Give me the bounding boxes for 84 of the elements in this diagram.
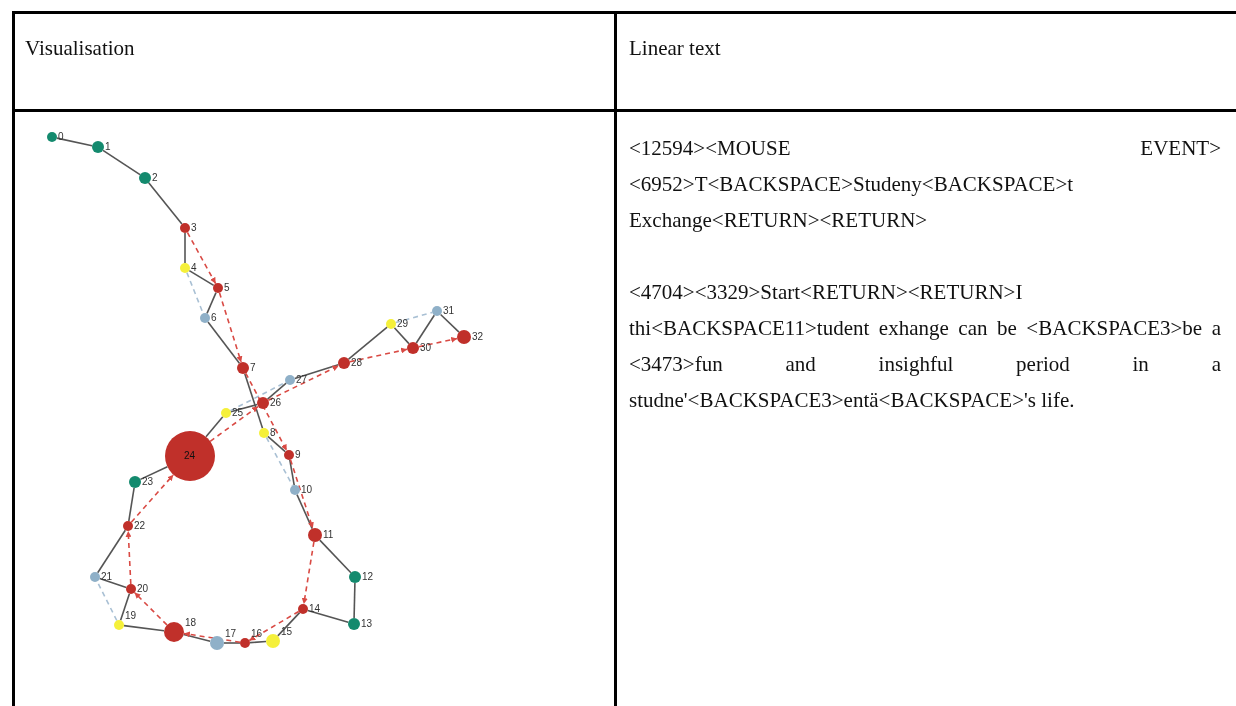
node-number: 9 xyxy=(295,450,301,460)
arrow xyxy=(186,231,217,285)
connector-line xyxy=(395,311,433,324)
arrow xyxy=(267,364,340,402)
arrow xyxy=(130,473,175,524)
connector-line xyxy=(128,487,135,522)
node-number: 23 xyxy=(142,477,154,487)
connector-line xyxy=(289,459,295,486)
node-number: 25 xyxy=(232,408,244,418)
node-number: 31 xyxy=(443,306,455,316)
connector-line xyxy=(147,181,183,225)
arrow xyxy=(125,530,132,585)
connector-line xyxy=(96,529,127,574)
connector-line xyxy=(353,582,356,619)
node-number: 30 xyxy=(420,343,432,353)
arrow xyxy=(218,292,243,364)
column-header: Linear text xyxy=(629,36,721,61)
node-number: 15 xyxy=(281,627,293,637)
node-number: 17 xyxy=(225,629,237,639)
node-number: 29 xyxy=(397,319,409,329)
connector-line xyxy=(319,539,352,574)
connector-line xyxy=(205,416,224,438)
node-number: 11 xyxy=(323,530,334,540)
node-number: 22 xyxy=(134,521,146,531)
node-number: 32 xyxy=(472,332,484,342)
connector-line xyxy=(207,321,241,364)
connector-line xyxy=(102,149,141,176)
connector-line xyxy=(206,291,217,315)
arrow xyxy=(418,336,458,348)
connector-line xyxy=(139,465,169,481)
connector-line xyxy=(415,314,436,344)
connector-line xyxy=(393,326,410,345)
connector-line xyxy=(223,642,241,644)
connector-line xyxy=(294,364,340,380)
node-number: 16 xyxy=(251,629,263,639)
node-number: 1 xyxy=(105,142,111,152)
arrow xyxy=(133,591,168,626)
node-number: 2 xyxy=(152,173,158,183)
arrow xyxy=(301,541,315,605)
node-number: 13 xyxy=(361,619,373,629)
node-number: 3 xyxy=(191,223,197,233)
connector-line xyxy=(184,232,186,264)
connector-line xyxy=(307,609,349,624)
arrow xyxy=(248,610,300,642)
node-number: 20 xyxy=(137,584,149,594)
node-number: 5 xyxy=(224,283,230,293)
node-number: 8 xyxy=(270,428,276,438)
node-number: 18 xyxy=(185,618,197,628)
node-number: 27 xyxy=(296,375,308,385)
connector-line xyxy=(188,269,215,287)
connector-line xyxy=(230,403,258,413)
connector-line xyxy=(98,577,128,589)
node-number: 19 xyxy=(125,611,137,621)
node-number: 10 xyxy=(301,485,313,495)
column-header: Visualisation xyxy=(25,36,135,61)
arrow xyxy=(183,631,241,643)
node-number: 26 xyxy=(270,398,282,408)
node-number: 6 xyxy=(211,313,217,323)
node-number: 28 xyxy=(351,358,363,368)
node-number: 21 xyxy=(101,572,113,582)
connector-line xyxy=(267,435,286,453)
connector-line xyxy=(439,313,460,333)
arrow xyxy=(209,405,259,443)
connector-line xyxy=(182,633,211,643)
connector-line xyxy=(296,493,313,530)
node-number: 4 xyxy=(191,263,197,273)
node-number: 24 xyxy=(184,451,196,461)
connector-line xyxy=(249,640,267,644)
arrow xyxy=(289,459,314,530)
connector-line xyxy=(123,624,165,632)
connector-line xyxy=(347,326,388,360)
arrow xyxy=(245,372,288,452)
node-number: 7 xyxy=(250,363,256,373)
connector-line xyxy=(277,611,301,637)
connector-line xyxy=(244,372,264,429)
text-paragraph: <12594><MOUSE EVENT><6952>T<BACKSPACE>Studeny<BACKSPACE>t Exchange<RETURN><RETURN> xyxy=(629,135,1221,234)
node-number: 12 xyxy=(362,572,374,582)
arrow xyxy=(349,347,408,363)
connector-line xyxy=(119,592,131,622)
node-number: 14 xyxy=(309,604,321,614)
text-paragraph: <4704><3329>Start<RETURN><RETURN>I thi<BACKSPACE11>tudent exhange can be <BACKSPACE3>be a <3473>fun and insighful period in a studne'<BACKSPACE3>entä<BACKSPACE>'s life. xyxy=(629,279,1221,414)
connector-line xyxy=(266,382,287,400)
node-number: 0 xyxy=(58,132,64,142)
connector-line xyxy=(56,137,93,147)
